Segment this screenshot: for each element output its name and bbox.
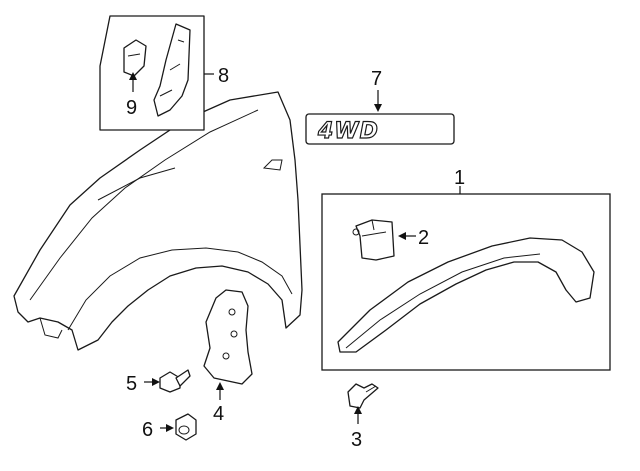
callout-4: 4 <box>213 403 224 425</box>
fender-panel <box>13 91 303 351</box>
emblem-4wd: 4WD <box>305 90 455 145</box>
callout-1: 1 <box>454 167 465 189</box>
fastener-part-5 <box>144 369 191 393</box>
emblem-text: 4WD <box>317 119 379 144</box>
inset-box-8-9 <box>99 15 214 131</box>
splash-guard-part-4 <box>203 289 253 400</box>
callout-3: 3 <box>351 429 362 451</box>
callout-7: 7 <box>371 68 382 90</box>
callout-2: 2 <box>418 227 429 249</box>
push-clip-part-6 <box>160 413 197 441</box>
callout-8: 8 <box>218 65 229 87</box>
part-box-1-2 <box>321 186 611 371</box>
screw-part-3 <box>347 383 379 424</box>
callout-5: 5 <box>126 373 137 395</box>
callout-6: 6 <box>142 419 153 441</box>
callout-9: 9 <box>126 97 137 119</box>
